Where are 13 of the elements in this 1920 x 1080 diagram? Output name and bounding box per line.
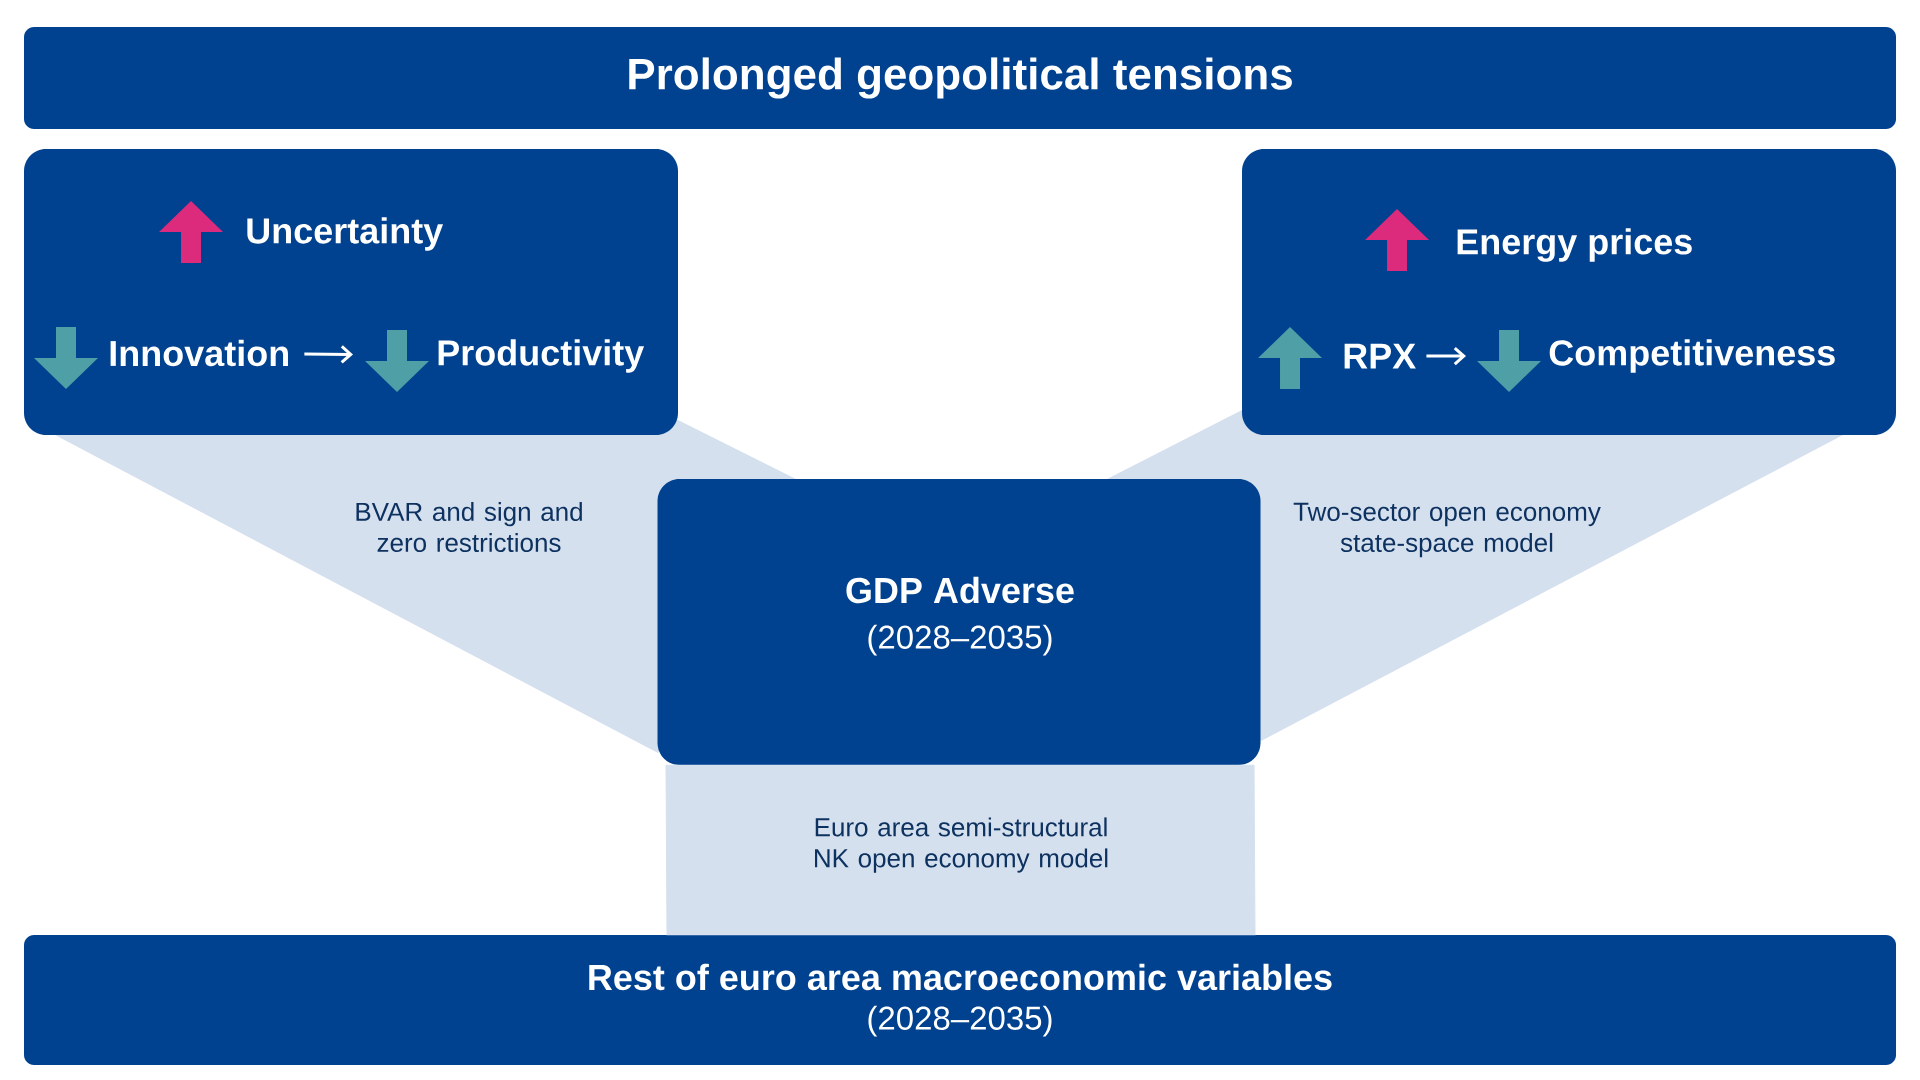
factor-label: RPX bbox=[1344, 343, 1416, 369]
factor-label: Competitiveness bbox=[1549, 339, 1835, 373]
arrow bbox=[304, 345, 353, 364]
edge-label: Euro area semi-structural NK open economy model bbox=[815, 817, 1108, 873]
factor-label: Productivity bbox=[438, 339, 645, 373]
result-banner: Rest of euro area macroeconomic variables (2028–2035) bbox=[24, 935, 1896, 1065]
method-label: Two-sector open economy state-space model bbox=[1293, 502, 1601, 558]
process-box: GDP Adverse (2028–2035) bbox=[657, 479, 1261, 765]
arrow bbox=[1426, 346, 1466, 366]
method-label: BVAR and sign and zero restrictions bbox=[356, 501, 582, 553]
factor-label: Innovation bbox=[110, 339, 288, 367]
title-banner: Prolonged geopolitical tensions bbox=[24, 27, 1896, 129]
model-band bbox=[665, 764, 1256, 936]
